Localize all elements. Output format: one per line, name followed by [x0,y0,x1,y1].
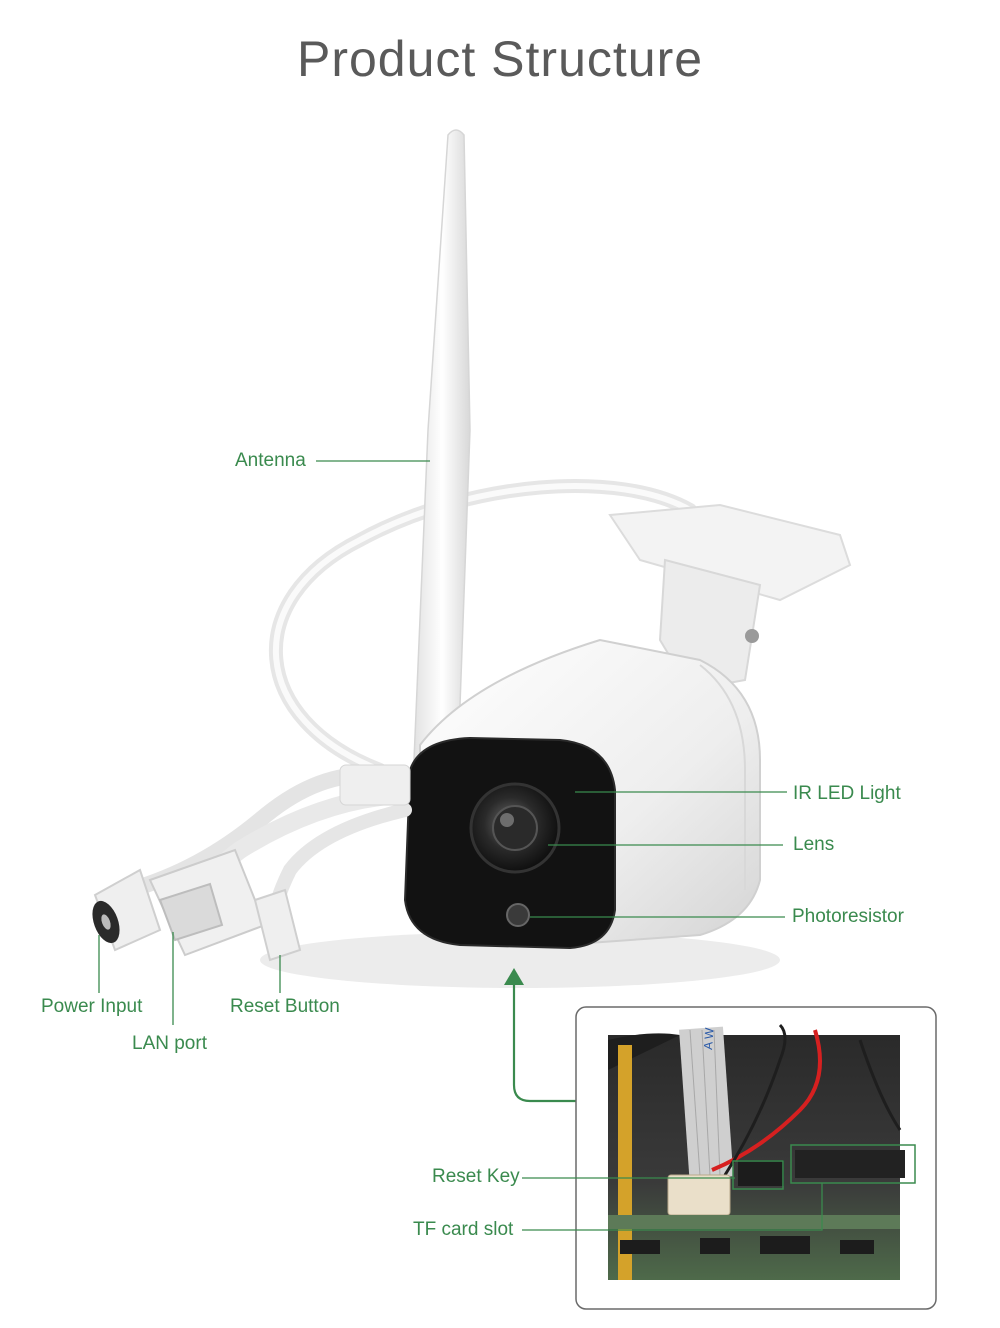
inset-panel: A W [522,1006,937,1310]
reset-key-label: Reset Key [432,1166,520,1187]
reset-button-label: Reset Button [230,996,340,1017]
cable-loop-highlight [273,483,693,773]
floor-shadow [260,932,780,988]
power-input-label: Power Input [41,996,143,1017]
ribbon-text: A W [701,1027,717,1051]
lens-label: Lens [793,834,835,855]
page-title: Product Structure [296,31,704,87]
ir-led-label: IR LED Light [793,783,901,804]
antenna-shape [413,129,471,761]
lan-port [148,848,267,957]
photoresistor-shape [506,903,530,927]
leader-lines [98,460,787,1025]
lan-port-label: LAN port [132,1033,207,1054]
tf-card-slot-label: TF card slot [413,1219,514,1240]
camera-front-face [403,736,616,950]
reset-button-cable [253,888,302,962]
power-jack [92,868,162,952]
photoresistor-label: Photoresistor [792,906,904,927]
antenna-label: Antenna [235,450,306,471]
inset-arrow [504,968,576,1103]
